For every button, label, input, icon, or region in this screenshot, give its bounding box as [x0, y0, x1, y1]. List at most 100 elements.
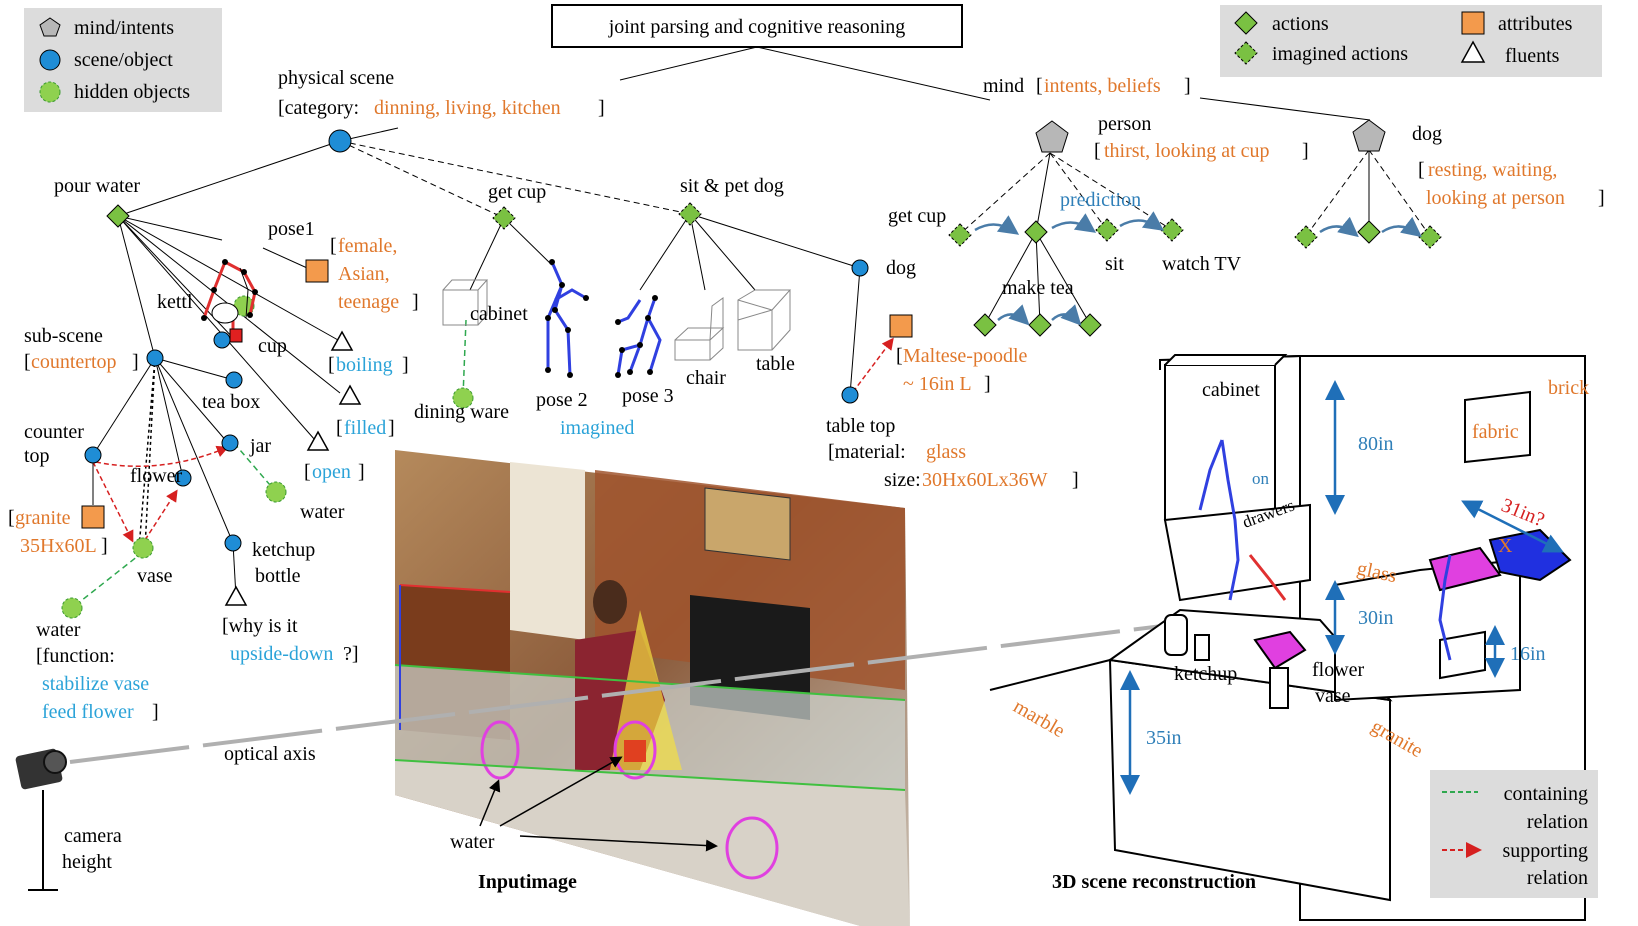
mind-nodes — [1035, 119, 1386, 153]
label-maltese-close: ] — [984, 373, 991, 395]
label-counter: counter — [24, 421, 84, 443]
legend-right: actions imagined actions attributes flue… — [1220, 5, 1602, 77]
recon-on: on — [1252, 469, 1270, 488]
label-why3: ?] — [343, 643, 359, 665]
label-maltese-size: ~ 16in L — [903, 373, 972, 395]
label-material: [material: — [828, 441, 906, 463]
optical-axis — [69, 623, 1171, 764]
pose2-skeleton — [545, 259, 589, 378]
label-pose1-attr2: Asian, — [338, 263, 390, 285]
watch-tv-node — [1160, 218, 1184, 242]
dog-action-3-node — [1418, 225, 1442, 249]
label-category-prefix: [category: — [278, 97, 359, 119]
label-why2: upside-down — [230, 643, 333, 665]
supporting-arrows — [92, 337, 894, 543]
label-mind-close: ] — [1184, 75, 1191, 97]
label-make-tea: make tea — [1002, 277, 1074, 299]
ketchup-fluent-node — [224, 585, 248, 606]
label-countertop-open: [ — [24, 351, 31, 373]
label-kettle: kettl — [157, 291, 193, 313]
scene-nodes — [84, 129, 869, 552]
recon-h16: 16in — [1510, 643, 1546, 665]
action-nodes — [106, 202, 1442, 337]
label-water-jar: water — [300, 501, 345, 523]
flower-node — [174, 469, 192, 487]
painting — [704, 487, 791, 561]
label-jar: jar — [249, 435, 271, 457]
legend-fluents: fluents — [1505, 45, 1560, 67]
legend-containing-relation: relation — [1527, 811, 1588, 833]
label-input-water: water — [450, 831, 495, 853]
label-maltese: Maltese-poodle — [903, 345, 1028, 367]
label-camera: camera — [64, 825, 122, 847]
label-feed-flower: feed flower — [42, 701, 134, 723]
label-countertop-close: ] — [132, 351, 139, 373]
recon-flower: flower — [1312, 659, 1365, 681]
sketches — [442, 279, 792, 361]
label-physical-scene: physical scene — [278, 67, 394, 89]
square-icon — [1461, 11, 1485, 35]
label-height: height — [62, 851, 112, 873]
label-sub-scene: sub-scene — [24, 325, 103, 347]
label-why1: [why is it — [222, 615, 298, 637]
glass-shape — [1164, 614, 1188, 656]
make-tea-2-node — [1028, 313, 1052, 337]
hidden-nodes — [61, 295, 474, 619]
pose3-skeleton — [615, 295, 662, 378]
label-size-val: 30Hx60Lx36W — [922, 469, 1048, 491]
label-imagined: imagined — [560, 417, 634, 439]
diamond-icon — [1234, 11, 1258, 35]
title: joint parsing and cognitive reasoning — [608, 16, 906, 38]
recon-marble: marble — [1010, 695, 1069, 742]
label-dog-close: ] — [1598, 187, 1605, 209]
label-tea-box: tea box — [202, 391, 260, 413]
red-cup — [624, 740, 646, 762]
label-open-close: ] — [358, 461, 365, 483]
dog-node — [851, 259, 869, 277]
door — [510, 462, 585, 640]
dimension-arrows — [1120, 380, 1564, 795]
label-granite-size: 35Hx60L — [20, 535, 97, 557]
dashed-circle-icon — [39, 81, 61, 103]
table-sketch — [737, 309, 773, 351]
label-maltese-open: [ — [896, 345, 903, 367]
person-action-node — [1024, 220, 1048, 244]
label-chair: chair — [686, 367, 726, 389]
legend-bottom: containing relation supporting relation — [1430, 770, 1598, 898]
dog-action-1-node — [1294, 225, 1318, 249]
vase-shape — [1269, 667, 1289, 709]
pose1-skeleton — [201, 259, 258, 343]
legend-mind: mind/intents — [74, 17, 174, 39]
label-granite-open: [ — [8, 507, 15, 529]
table-top-node — [841, 386, 859, 404]
camera-icon — [15, 748, 67, 891]
label-boiling: boiling — [336, 354, 393, 376]
label-granite-close: ] — [101, 535, 108, 557]
recon-brick: brick — [1548, 377, 1589, 399]
filled-fluent-node — [338, 384, 362, 405]
label-stabilize: stabilize vase — [42, 673, 149, 695]
recon-h35: 35in — [1146, 727, 1182, 749]
fabric-frame — [1464, 390, 1531, 464]
label-vase: vase — [137, 565, 173, 587]
legend-left: mind/intents scene/object hidden objects — [24, 8, 222, 112]
open-fluent-node — [306, 430, 330, 451]
chair-sketch — [674, 339, 711, 361]
hidden-dining-ware-node — [452, 387, 474, 409]
label-mind: mind — [983, 75, 1024, 97]
person-head — [593, 580, 627, 624]
circle-icon — [39, 49, 61, 71]
label-dog-vals2: looking at person — [1426, 187, 1565, 209]
label-pose2: pose 2 — [536, 389, 588, 411]
flower-shape — [1253, 630, 1307, 670]
hidden-jar-water-node — [265, 481, 287, 503]
label-function: [function: — [36, 645, 115, 667]
sit-node — [1095, 218, 1119, 242]
label-person-close: ] — [1302, 140, 1309, 162]
attribute-nodes — [81, 259, 913, 529]
labels: physical scene [category: dinning, livin… — [8, 67, 1605, 893]
sub-scene-node — [146, 349, 164, 367]
containing-links — [71, 319, 467, 609]
hidden-vase-node — [132, 537, 154, 559]
